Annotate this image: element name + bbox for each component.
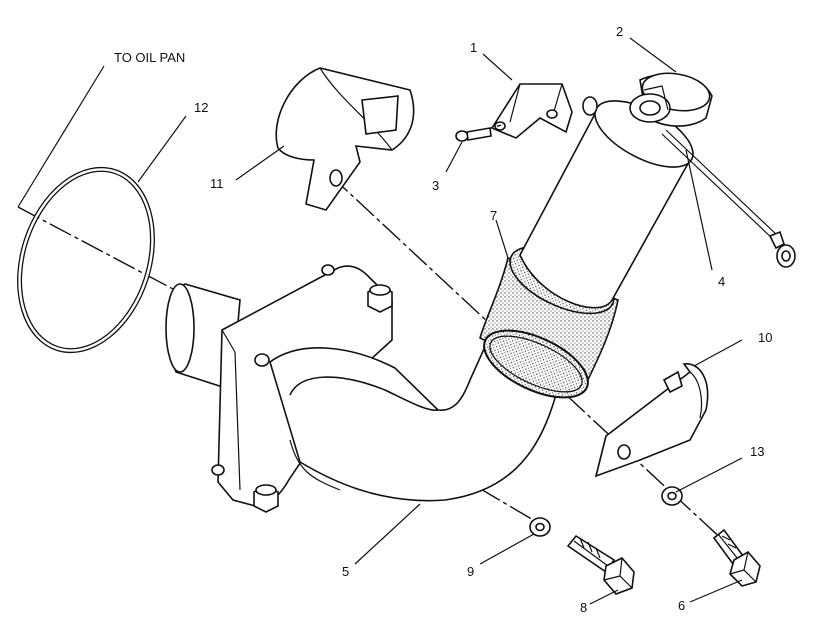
flange-nut-top — [367, 284, 393, 313]
callout-13: 13 — [750, 444, 764, 459]
breather-cap — [629, 72, 713, 127]
suction-tube-elbow — [165, 264, 561, 513]
callout-5: 5 — [342, 564, 349, 579]
bolt-8 — [566, 534, 635, 595]
callout-11: 11 — [210, 176, 224, 191]
callout-3: 3 — [432, 178, 439, 193]
callout-9: 9 — [467, 564, 474, 579]
callout-12: 12 — [194, 100, 208, 115]
flange-nut-bottom — [253, 484, 279, 513]
callout-1: 1 — [470, 40, 477, 55]
washer-13 — [661, 486, 683, 506]
washer-9 — [529, 517, 551, 537]
dipstick-cable — [661, 129, 796, 268]
callout-10: 10 — [758, 330, 772, 345]
callout-8: 8 — [580, 600, 587, 615]
callout-labels: TO OIL PAN 12 1 2 3 4 7 11 10 13 5 9 8 6 — [114, 24, 772, 615]
clamp-strap — [275, 67, 415, 211]
callout-7: 7 — [490, 208, 497, 223]
callout-4: 4 — [718, 274, 725, 289]
support-bracket — [594, 363, 709, 478]
callout-2: 2 — [616, 24, 623, 39]
mounting-bracket — [490, 83, 573, 139]
to-oil-pan-note: TO OIL PAN — [114, 50, 185, 65]
bolt-6 — [712, 528, 761, 587]
leader-lines — [17, 37, 743, 605]
o-ring-seal — [17, 166, 155, 354]
bracket-screw — [455, 123, 506, 142]
callout-6: 6 — [678, 598, 685, 613]
